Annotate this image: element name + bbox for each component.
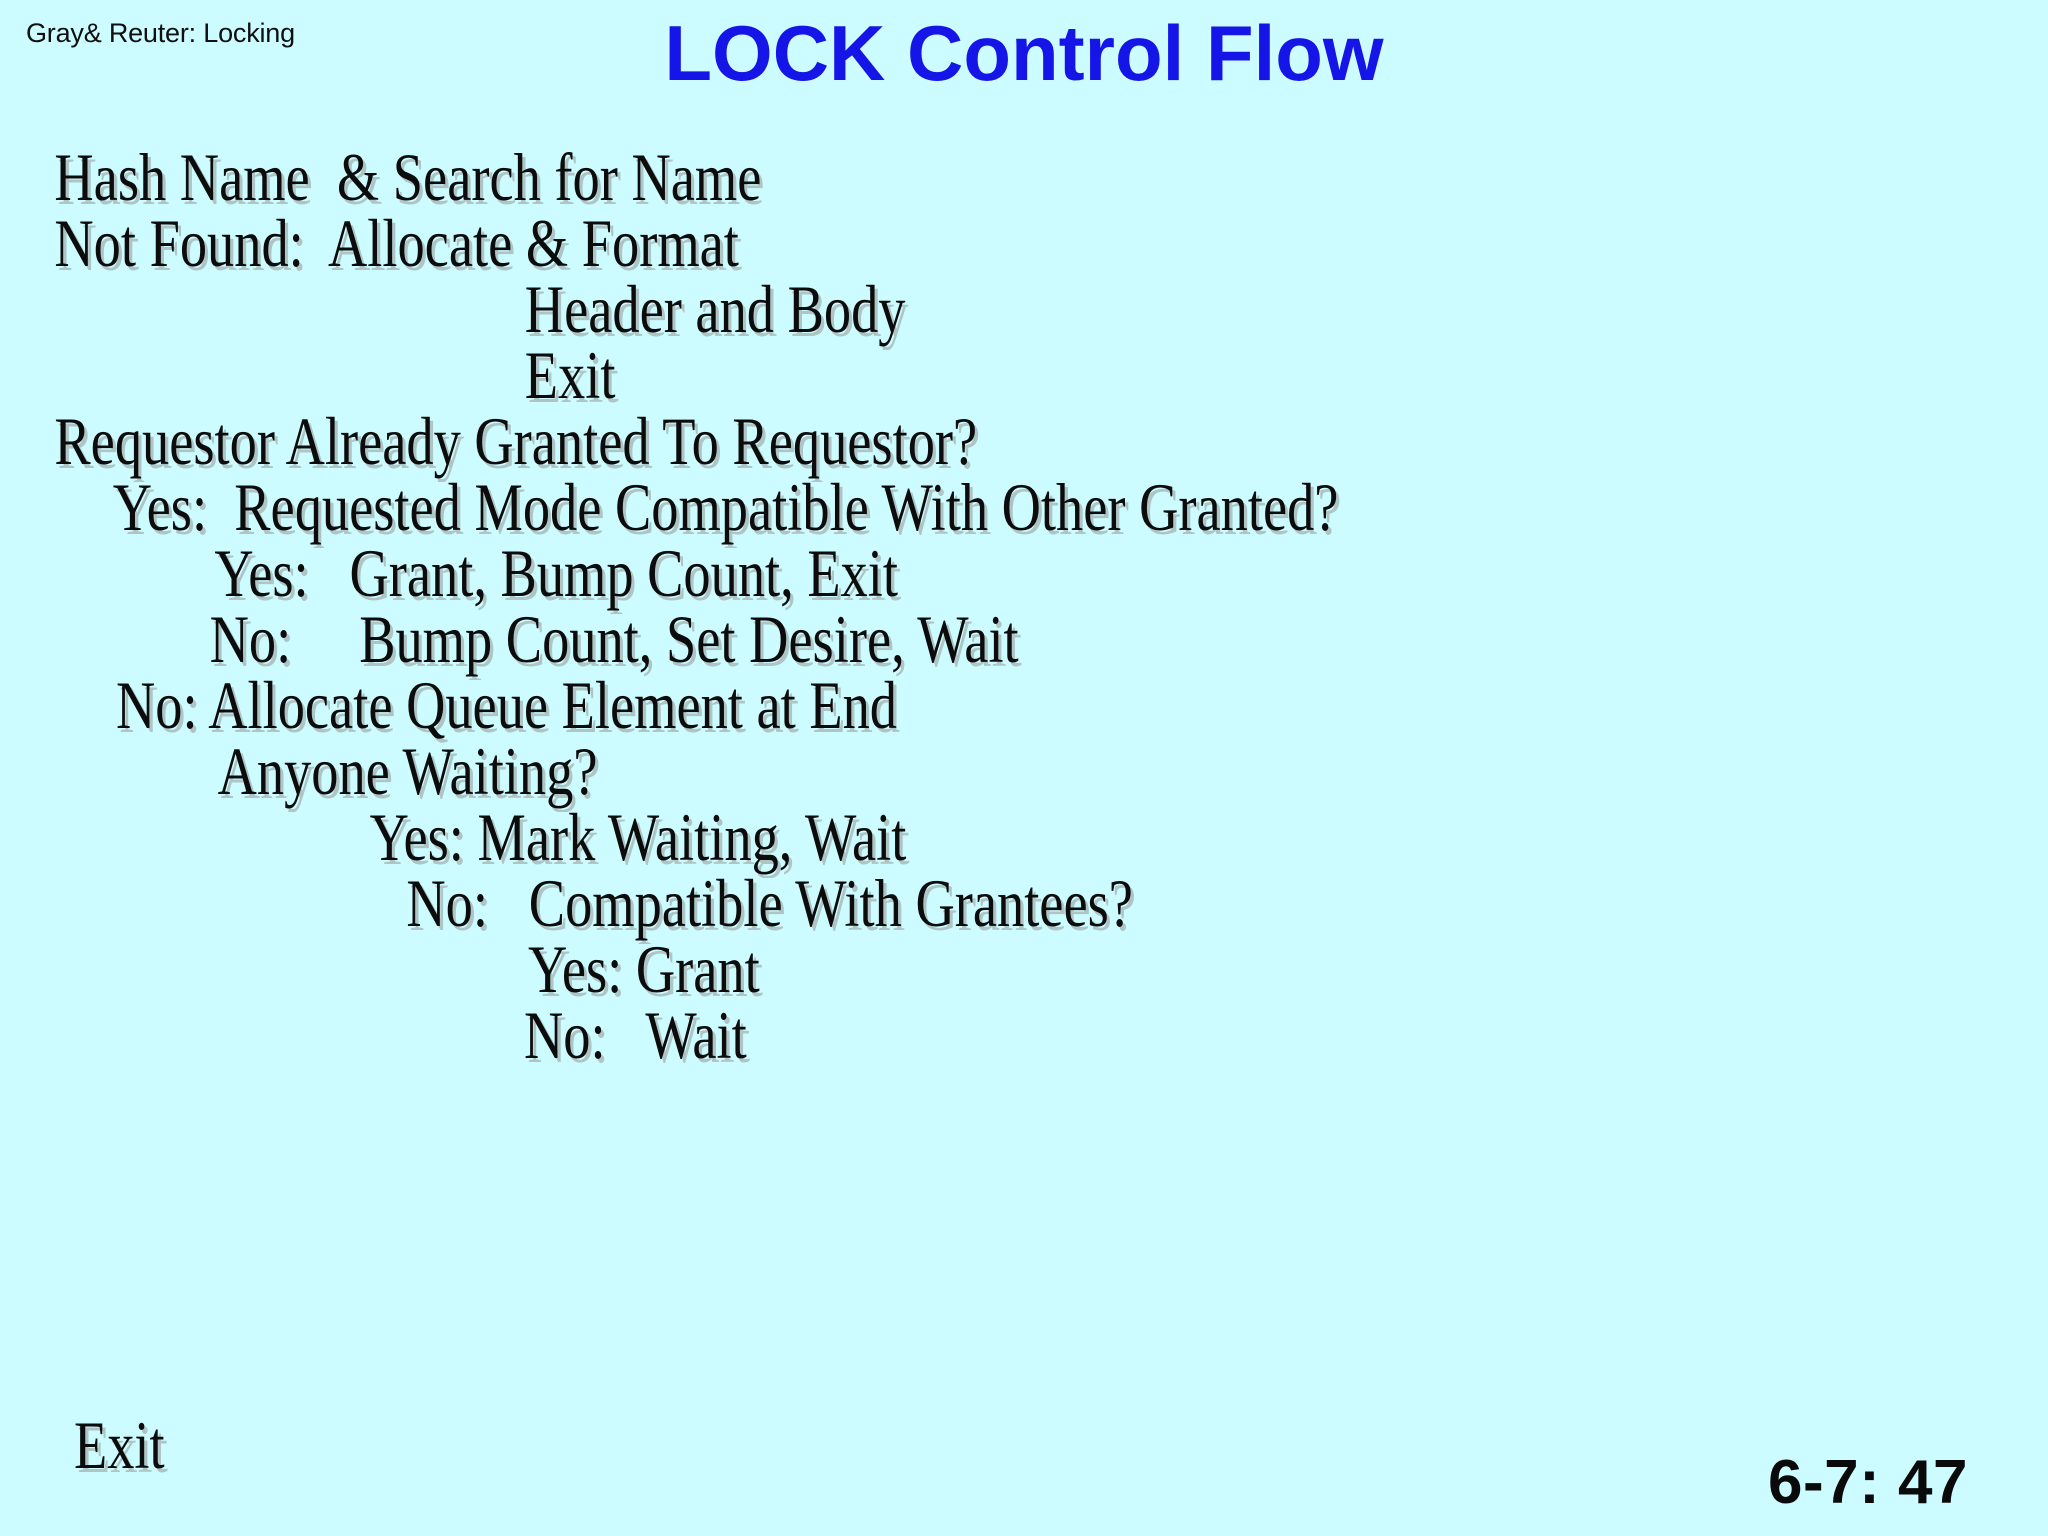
outline-line: No: Bump Count, Set Desire, Wait — [209, 601, 1019, 677]
outline-line: Header and Body — [524, 271, 906, 347]
outline-line: Requestor Already Granted To Requestor? — [54, 403, 978, 479]
source-note: Gray& Reuter: Locking — [26, 18, 295, 48]
page-number: 6-7: 47 — [1768, 1448, 1968, 1517]
outline-line: Not Found: Allocate & Format — [54, 205, 739, 281]
outline-line: Yes: Grant — [528, 931, 760, 1007]
outline-line: Yes: Mark Waiting, Wait — [369, 799, 907, 875]
outline-line: No: Compatible With Grantees? — [406, 865, 1133, 941]
outline-line: Yes: Grant, Bump Count, Exit — [214, 535, 898, 611]
outline-line: No: Allocate Queue Element at End — [116, 667, 897, 743]
page-title: LOCK Control Flow — [664, 9, 1384, 97]
outline-line: Anyone Waiting? — [217, 733, 598, 809]
outline-line: Exit — [524, 337, 616, 413]
outline-line: Hash Name & Search for Name — [54, 139, 762, 215]
outline-line-exit-final: Exit — [74, 1407, 165, 1483]
outline-line: Yes: Requested Mode Compatible With Othe… — [112, 469, 1339, 545]
outline-line: No: Wait — [524, 997, 747, 1073]
